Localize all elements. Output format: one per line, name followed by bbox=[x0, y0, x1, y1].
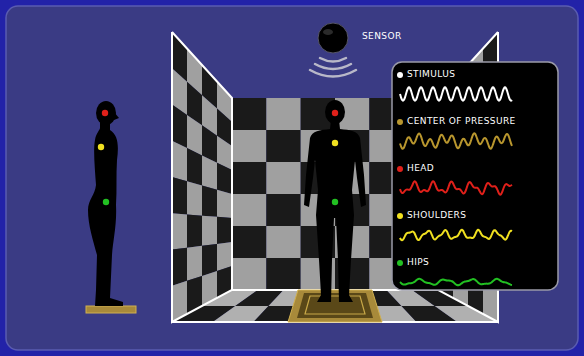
checker-cell bbox=[266, 226, 300, 258]
checker-cell bbox=[187, 214, 202, 247]
legend-text: SHOULDERS bbox=[407, 210, 466, 221]
legend-text: HEAD bbox=[407, 163, 434, 174]
legend-text: STIMULUS bbox=[407, 69, 455, 80]
head-marker bbox=[102, 110, 108, 116]
left-wall-edge bbox=[172, 32, 232, 322]
shoulder-marker bbox=[332, 140, 338, 146]
checker-cell bbox=[202, 244, 217, 276]
checker-cell bbox=[232, 194, 266, 226]
checker-cell bbox=[232, 98, 266, 130]
checker-cell bbox=[202, 271, 217, 306]
shoulder-marker bbox=[98, 144, 104, 150]
signal-trace bbox=[400, 133, 512, 148]
checker-cell bbox=[217, 242, 232, 271]
checker-cell bbox=[202, 216, 217, 246]
checker-cell bbox=[202, 186, 217, 217]
checker-cell bbox=[232, 226, 266, 258]
checker-cell bbox=[266, 98, 300, 130]
force-platform bbox=[288, 290, 382, 322]
legend-text: CENTER OF PRESSURE bbox=[407, 116, 516, 127]
checker-cell bbox=[187, 181, 202, 215]
legend-swatch bbox=[397, 166, 403, 172]
legend-item: STIMULUS bbox=[397, 69, 455, 80]
checker-cell bbox=[266, 130, 300, 162]
legend-panel bbox=[392, 62, 558, 290]
checker-cell bbox=[172, 141, 187, 182]
checker-cell bbox=[172, 213, 187, 249]
legend-item: CENTER OF PRESSURE bbox=[397, 116, 516, 127]
legend-swatch bbox=[397, 260, 403, 266]
checker-cell bbox=[202, 155, 217, 189]
hip-marker bbox=[103, 199, 109, 205]
checker-cell bbox=[187, 246, 202, 281]
checker-cell bbox=[172, 248, 187, 286]
legend-swatch bbox=[397, 72, 403, 78]
legend-text: HIPS bbox=[407, 257, 429, 268]
sensor bbox=[310, 23, 356, 77]
person-front bbox=[304, 100, 366, 302]
checker-cell bbox=[172, 177, 187, 214]
head-marker bbox=[332, 110, 338, 116]
checker-cell bbox=[217, 217, 232, 244]
person-side bbox=[88, 101, 123, 306]
checker-cell bbox=[266, 194, 300, 226]
checker-cell bbox=[232, 130, 266, 162]
background-panel bbox=[6, 6, 578, 350]
legend-item: HIPS bbox=[397, 257, 429, 268]
sensor-label: SENSOR bbox=[362, 31, 402, 42]
checker-cell bbox=[172, 105, 187, 149]
checker-cell bbox=[232, 258, 266, 290]
signal-trace bbox=[400, 279, 512, 285]
signal-trace bbox=[400, 230, 512, 240]
legend-item: SHOULDERS bbox=[397, 210, 466, 221]
legend-item: HEAD bbox=[397, 163, 434, 174]
legend-swatch bbox=[397, 119, 403, 125]
signal-trace bbox=[400, 87, 512, 100]
checker-cell bbox=[187, 148, 202, 185]
checker-cell bbox=[217, 190, 232, 218]
side-platform bbox=[86, 306, 136, 313]
checker-cell bbox=[266, 258, 300, 290]
checker-cell bbox=[232, 162, 266, 194]
checker-cell bbox=[266, 162, 300, 194]
checker-cell bbox=[217, 163, 232, 194]
hip-marker bbox=[332, 199, 338, 205]
legend-swatch bbox=[397, 213, 403, 219]
signal-trace bbox=[400, 181, 512, 194]
